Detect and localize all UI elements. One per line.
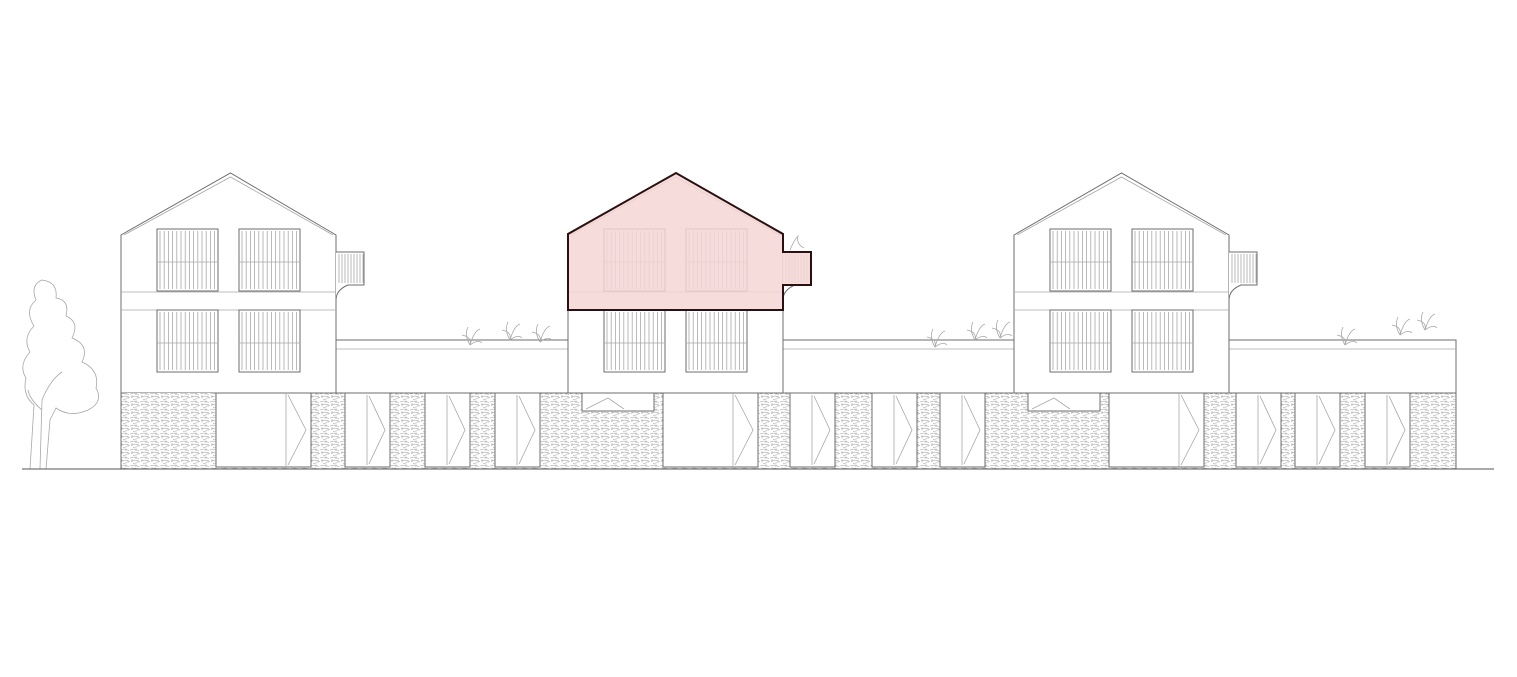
door-swing-mark — [734, 394, 754, 466]
wing-door-swing — [518, 395, 536, 465]
wing-door-swing — [1259, 395, 1277, 465]
roof-plant — [926, 328, 948, 348]
gabled-building — [1013, 172, 1230, 394]
door-swing-mark — [1180, 394, 1200, 466]
plinth-panel — [125, 393, 213, 467]
connecting-wing — [1227, 339, 1457, 394]
shuttered-window — [685, 309, 748, 373]
highlighted-upper-volume — [567, 171, 812, 311]
wing-door-swing — [813, 395, 831, 465]
wing-door-swing — [1318, 395, 1336, 465]
roof-plant — [1416, 311, 1438, 331]
shuttered-window — [603, 309, 666, 373]
strip-window-mark — [585, 397, 625, 410]
roof-plant — [461, 326, 483, 346]
shuttered-window — [1049, 309, 1112, 373]
ground-door — [662, 392, 759, 468]
shuttered-window — [238, 228, 301, 292]
door-swing-mark — [287, 394, 307, 466]
connecting-wings-layer — [335, 339, 1457, 394]
connecting-wing — [781, 339, 1015, 394]
wing-door — [1235, 392, 1282, 468]
roof-plant — [501, 321, 523, 341]
roof-edge-line — [1016, 176, 1227, 236]
roof-edge-line — [123, 176, 334, 236]
gabled-building — [120, 172, 337, 394]
wing-door-swing — [368, 395, 386, 465]
strip-window — [581, 392, 655, 412]
roof-plant — [991, 319, 1013, 339]
shuttered-window — [1049, 228, 1112, 292]
wing-door-swing — [1388, 395, 1406, 465]
roof-plant — [1391, 316, 1413, 336]
roof-plant — [1336, 326, 1358, 346]
vegetation-layer — [22, 234, 1438, 470]
roof-plant — [966, 321, 988, 341]
shuttered-window — [1131, 309, 1194, 373]
wing-door — [494, 392, 541, 468]
wing-door — [871, 392, 918, 468]
ground-door — [215, 392, 312, 468]
tree-outline — [22, 279, 100, 470]
connecting-wing — [335, 339, 569, 394]
ground-door — [1108, 392, 1205, 468]
tree-branches — [27, 371, 63, 470]
shuttered-window — [156, 228, 219, 292]
wing-door-swing — [963, 395, 981, 465]
roof-plant-small — [789, 234, 805, 251]
strip-window — [1027, 392, 1101, 412]
stone-plinth-layer — [120, 392, 1457, 470]
wing-door — [424, 392, 471, 468]
shuttered-window — [156, 309, 219, 373]
highlighted-volume-layer — [567, 171, 812, 311]
strip-window-mark — [1031, 397, 1071, 410]
wing-door — [1294, 392, 1341, 468]
stone-plinth — [120, 392, 1457, 470]
wing-door — [789, 392, 836, 468]
wing-door-swing — [448, 395, 466, 465]
shuttered-window — [238, 309, 301, 373]
roof-plant — [531, 323, 553, 343]
wing-door-swing — [895, 395, 913, 465]
wing-door — [939, 392, 986, 468]
shuttered-window — [1131, 228, 1194, 292]
wing-door — [1364, 392, 1411, 468]
wing-door — [344, 392, 391, 468]
